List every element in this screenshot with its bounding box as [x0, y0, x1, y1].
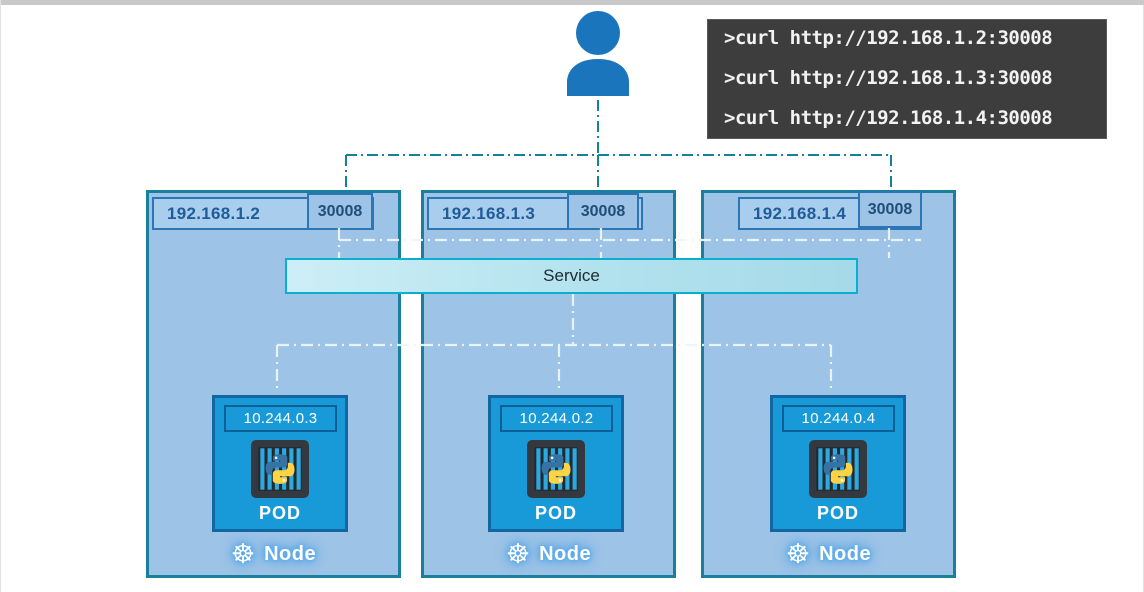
pod-ip-label: 10.244.0.4 — [782, 405, 895, 432]
pod-ip-label: 10.244.0.3 — [224, 405, 337, 432]
pod-box: 10.244.0.2 POD — [488, 395, 624, 532]
pod-label: POD — [258, 503, 301, 523]
user-icon — [567, 11, 629, 96]
python-container-icon — [251, 440, 309, 498]
pod-ip-label: 10.244.0.2 — [500, 405, 613, 432]
terminal-panel: >curl http://192.168.1.2:30008 >curl htt… — [707, 19, 1107, 139]
python-container-icon — [809, 440, 867, 498]
kubernetes-wheel-icon: ☸ — [505, 538, 531, 569]
node-footer-label: ☸ Node — [424, 537, 673, 571]
node-box-3: 192.168.1.4 30008 10.244.0.4 — [701, 190, 956, 578]
kubernetes-wheel-icon: ☸ — [785, 538, 811, 569]
node-box-2: 192.168.1.3 30008 10.244.0.2 — [421, 190, 676, 578]
service-bar: Service — [285, 258, 858, 294]
terminal-command: >curl http://192.168.1.3:30008 — [724, 67, 1053, 89]
terminal-command: >curl http://192.168.1.2:30008 — [724, 27, 1053, 49]
node-label-text: Node — [264, 542, 317, 565]
pod-label: POD — [534, 503, 577, 523]
node-label-text: Node — [819, 542, 872, 565]
node-footer-label: ☸ Node — [149, 537, 398, 571]
node-ip-label: 192.168.1.3 — [442, 203, 536, 223]
kubernetes-wheel-icon: ☸ — [230, 538, 256, 569]
node-footer-label: ☸ Node — [704, 537, 953, 571]
terminal-command: >curl http://192.168.1.4:30008 — [724, 107, 1053, 129]
node-ip-label: 192.168.1.2 — [167, 203, 261, 223]
pod-label: POD — [816, 503, 859, 523]
node-ip-label: 192.168.1.4 — [753, 203, 847, 223]
python-container-icon — [527, 440, 585, 498]
pod-box: 10.244.0.3 POD — [212, 395, 348, 532]
nodeport-label: 30008 — [567, 193, 639, 230]
node-label-text: Node — [539, 542, 592, 565]
nodeport-label: 30008 — [307, 193, 373, 230]
top-border-strip — [1, 0, 1144, 5]
pod-box: 10.244.0.4 POD — [770, 395, 906, 532]
nodeport-label: 30008 — [858, 191, 922, 228]
node-box-1: 192.168.1.2 30008 10.244.0.3 — [146, 190, 401, 578]
